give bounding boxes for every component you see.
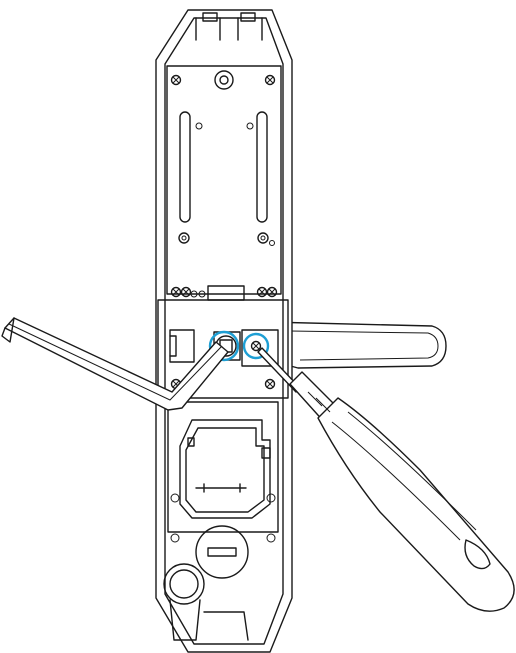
- upper-mounting-plate: [166, 65, 282, 295]
- lever-handle: [267, 321, 447, 369]
- allen-key: [1, 317, 229, 411]
- screw-icon: [264, 378, 276, 390]
- screwdriver: [257, 347, 515, 612]
- battery-compartment: [167, 401, 279, 543]
- screw-icon: [264, 74, 276, 86]
- screw-icon: [256, 286, 268, 298]
- lower-hub: [163, 525, 249, 641]
- spindle-highlight-ring: [208, 330, 240, 362]
- screw-icon: [250, 340, 262, 352]
- screw-highlight-ring: [242, 332, 270, 360]
- screw-icon: [266, 286, 278, 298]
- highlight-rings: [208, 330, 270, 362]
- screw-icon: [180, 286, 192, 298]
- screw-icon: [170, 74, 182, 86]
- screw-icon: [170, 286, 182, 298]
